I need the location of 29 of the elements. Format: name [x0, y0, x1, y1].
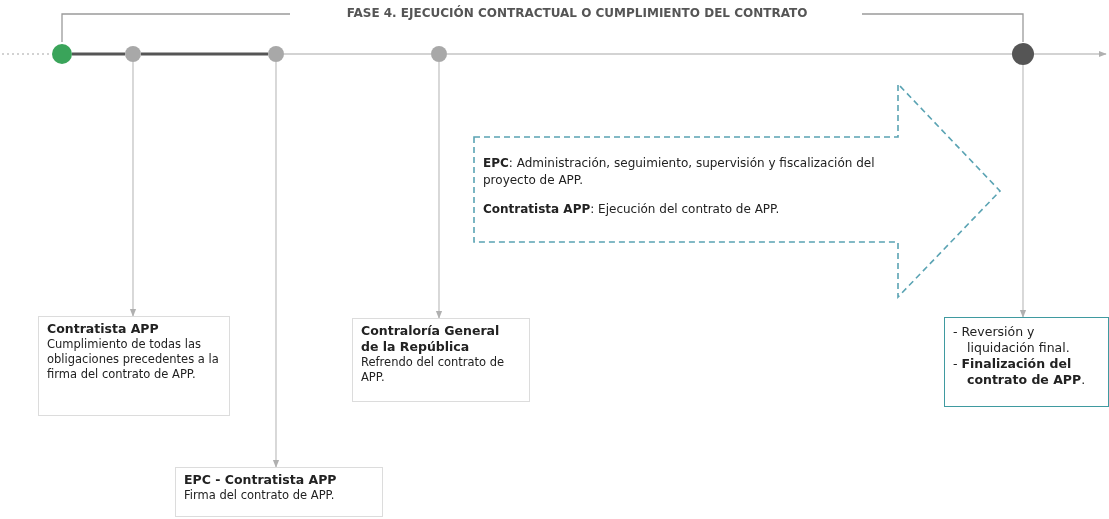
card-heading: Contratista APP	[47, 321, 160, 337]
card-heading: Contraloría General de la República	[361, 323, 501, 355]
timeline-line	[1033, 50, 1107, 58]
timeline-dot	[125, 46, 141, 62]
timeline-line	[72, 52, 125, 56]
card-text: Firma del contrato de APP.	[184, 488, 336, 503]
description-text: Contratista APP: Ejecución del contrato de APP.	[483, 201, 781, 218]
timeline-line	[446, 53, 1013, 55]
text-card	[944, 317, 1109, 407]
timeline-line	[141, 52, 268, 56]
description-text: EPC: Administración, seguimiento, supervisión y fiscalización del proyecto de APP.	[483, 155, 876, 189]
timeline-dot	[1012, 43, 1034, 65]
connector-arrow	[1019, 64, 1027, 318]
text-card	[38, 316, 230, 416]
timeline-dot	[52, 44, 72, 64]
connector-arrow	[272, 61, 280, 468]
connector-arrow	[129, 61, 137, 317]
phase-title: FASE 4. EJECUCIÓN CONTRACTUAL O CUMPLIMIENTO DEL CONTRATO	[345, 6, 809, 20]
timeline-dot	[268, 46, 284, 62]
text-card	[175, 467, 383, 517]
card-text: Cumplimiento de todas las obligaciones precedentes a la firma del contrato de APP.	[47, 337, 220, 382]
timeline-dot	[431, 46, 447, 62]
bullet-item: - Reversión y liquidación final.	[953, 324, 1071, 356]
card-heading: EPC - Contratista APP	[184, 472, 338, 488]
connector-arrow	[435, 61, 443, 319]
text-card	[352, 318, 530, 402]
card-text: Refrendo del contrato de APP.	[361, 355, 506, 385]
timeline-line	[283, 53, 432, 55]
bullet-item: - Finalización del contrato de APP.	[953, 356, 1087, 388]
